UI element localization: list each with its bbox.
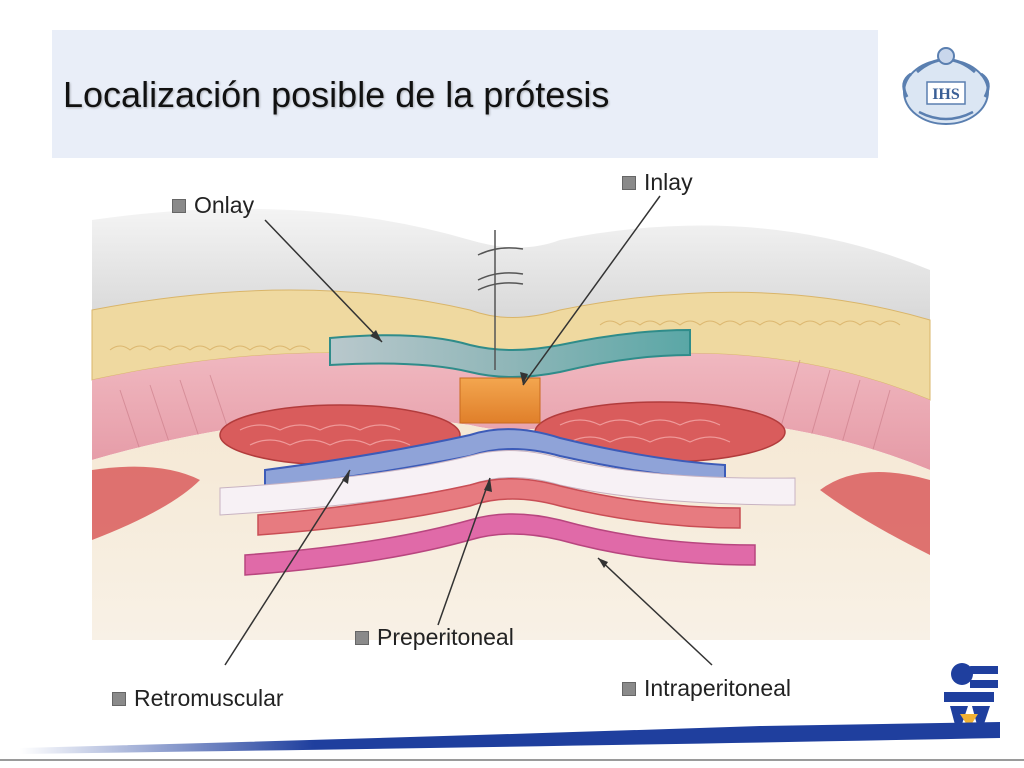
intraperitoneal-mesh bbox=[244, 513, 756, 576]
onlay-mesh bbox=[329, 328, 691, 378]
institution-logo bbox=[944, 663, 998, 736]
preperitoneal-leader bbox=[437, 477, 491, 626]
svg-text:IHS: IHS bbox=[932, 86, 960, 103]
footer-swoosh bbox=[0, 722, 1024, 761]
inlay-leader bbox=[522, 195, 661, 386]
retromuscular-leader bbox=[224, 469, 351, 666]
bullet-square-icon bbox=[172, 198, 186, 213]
abdominal-wall-diagram bbox=[91, 195, 931, 666]
title-band bbox=[52, 30, 878, 158]
bullet-square-icon bbox=[622, 681, 636, 696]
slide-title: Localización posible de la prótesis bbox=[63, 74, 610, 115]
onlay-leader bbox=[264, 219, 383, 343]
side-muscle-right bbox=[820, 472, 930, 555]
suture bbox=[477, 230, 524, 370]
inlay-mesh bbox=[459, 377, 541, 424]
label-onlay: Onlay bbox=[172, 192, 254, 219]
intraperitoneal-leader bbox=[597, 557, 713, 666]
university-crest-logo: IHS bbox=[902, 47, 990, 125]
bullet-square-icon bbox=[355, 630, 369, 645]
label-intraperitoneal: Intraperitoneal bbox=[622, 675, 791, 702]
bullet-square-icon bbox=[112, 691, 126, 706]
label-retromuscular: Retromuscular bbox=[112, 685, 284, 712]
preperitoneal-mesh bbox=[257, 478, 741, 536]
label-inlay: Inlay bbox=[622, 169, 693, 196]
side-muscle-left bbox=[92, 466, 200, 540]
label-preperitoneal: Preperitoneal bbox=[355, 624, 514, 651]
bullet-square-icon bbox=[622, 175, 636, 190]
